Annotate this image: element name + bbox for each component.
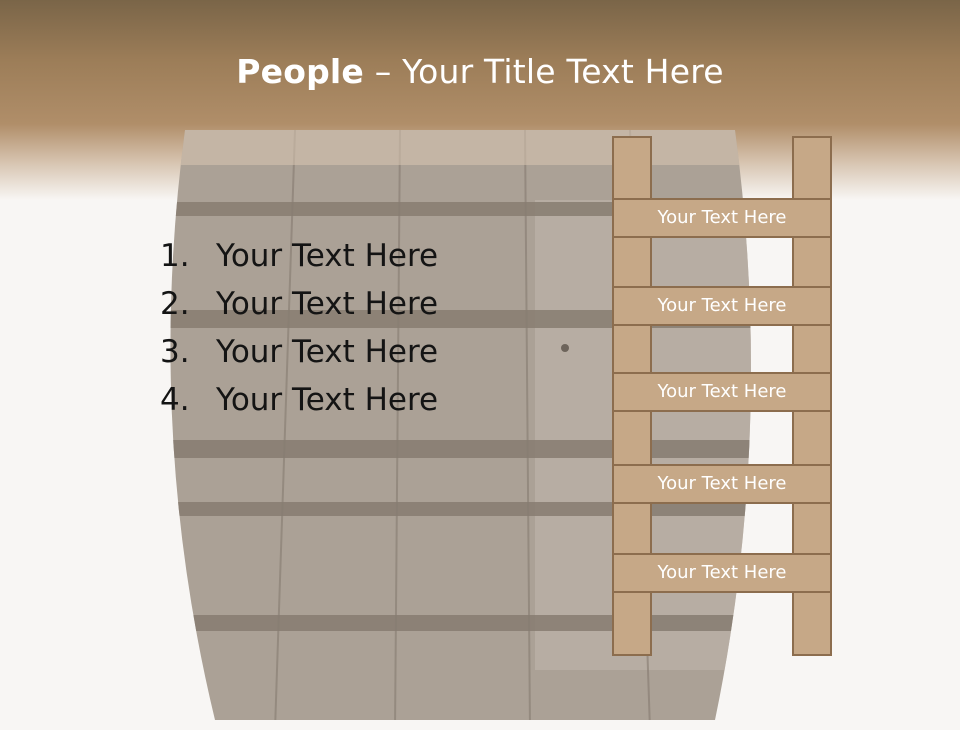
- list-text: Your Text Here: [216, 382, 439, 418]
- list-text: Your Text Here: [216, 334, 439, 370]
- slide-title: People – Your Title Text Here: [0, 52, 960, 91]
- list-number: 4.: [160, 382, 190, 418]
- list-text: Your Text Here: [216, 286, 439, 322]
- list-item: 2. Your Text Here: [160, 280, 438, 328]
- list-number: 3.: [160, 334, 190, 370]
- list-item: 4. Your Text Here: [160, 376, 438, 424]
- list-number: 2.: [160, 286, 190, 322]
- title-bold: People: [236, 52, 365, 91]
- ladder-rung-1: Your Text Here: [612, 198, 832, 238]
- ladder-rung-5: Your Text Here: [612, 553, 832, 593]
- ladder-rung-2: Your Text Here: [612, 286, 832, 326]
- ladder-rung-3: Your Text Here: [612, 372, 832, 412]
- title-rest: – Your Title Text Here: [364, 52, 724, 91]
- list-text: Your Text Here: [216, 238, 439, 274]
- list-item: 3. Your Text Here: [160, 328, 438, 376]
- list-item: 1. Your Text Here: [160, 232, 438, 280]
- ladder-rung-4: Your Text Here: [612, 464, 832, 504]
- numbered-list: 1. Your Text Here 2. Your Text Here 3. Your…: [160, 232, 438, 424]
- list-number: 1.: [160, 238, 190, 274]
